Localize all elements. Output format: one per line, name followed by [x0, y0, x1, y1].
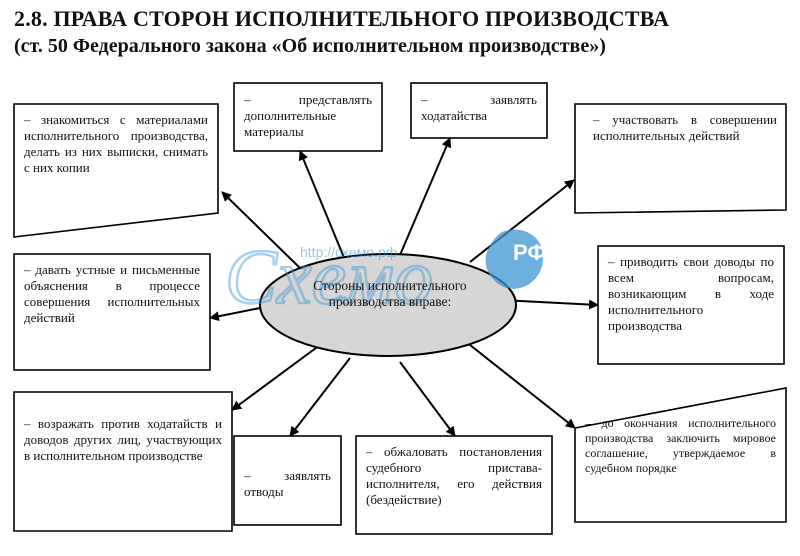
arrow-to-box-3	[399, 137, 452, 256]
box-5-shape	[13, 253, 211, 371]
arrow-to-box-1	[221, 191, 301, 269]
center-label: Стороны исполнительного производства впр…	[313, 278, 467, 309]
right-box-2: – представлять дополнительные материалы	[244, 92, 372, 139]
page-subtitle: (ст. 50 Федерального закона «Об исполнит…	[14, 35, 606, 57]
box-3-shape	[410, 82, 548, 139]
right-box-10: – до окончания исполнительного производс…	[585, 416, 776, 475]
right-box-6: – приводить свои доводы по всем вопросам…	[608, 254, 774, 333]
box-7-shape	[13, 391, 233, 532]
right-box-8: – заявлять отводы	[244, 468, 331, 499]
arrow-to-box-2	[298, 150, 346, 261]
box-6-shape	[597, 245, 785, 365]
arrow-to-box-7	[231, 344, 321, 411]
center-ellipse	[259, 253, 517, 357]
box-1-shape	[13, 103, 219, 238]
arrow-to-box-8	[289, 357, 351, 437]
right-box-9: – обжаловать постановления судебного при…	[366, 444, 542, 507]
watermark-url: http://схемо.рф	[300, 244, 398, 260]
right-box-5: – давать устные и письменные объяснения …	[24, 262, 200, 325]
box-9-shape	[355, 435, 553, 535]
box-4-shape	[574, 103, 787, 214]
box-8-shape	[233, 435, 342, 526]
arrow-to-box-9	[399, 361, 456, 437]
arrow-to-box-10	[469, 344, 576, 429]
page-title: 2.8. ПРАВА СТОРОН ИСПОЛНИТЕЛЬНОГО ПРОИЗВ…	[14, 6, 670, 31]
right-box-4: – участвовать в совершении исполнительны…	[593, 112, 777, 143]
box-10-shape	[574, 387, 787, 523]
right-box-7: – возражать против ходатайств и доводов …	[24, 416, 222, 463]
right-box-3: – заявлять ходатайства	[421, 92, 537, 123]
watermark-rf: РФ	[513, 240, 547, 265]
box-2-shape	[233, 82, 383, 152]
right-box-1: – знакомиться с материалами исполнительн…	[24, 112, 208, 175]
